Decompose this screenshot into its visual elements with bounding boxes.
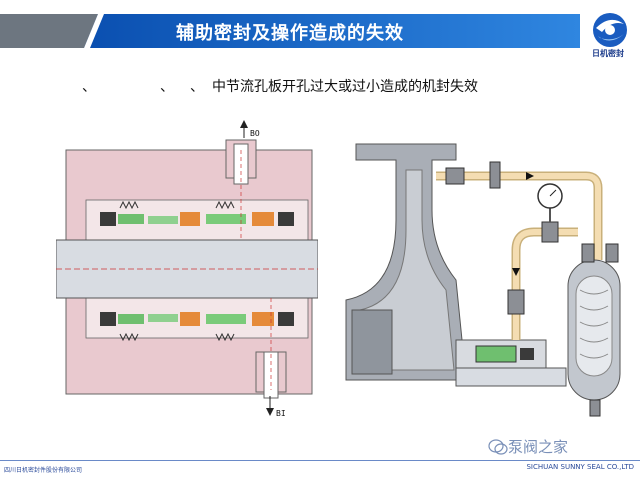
subtitle: 、、、中节流孔板开孔过大或过小造成的机封失效 xyxy=(82,76,478,96)
watermark: 泵阀之家 xyxy=(508,438,569,456)
page-title: 辅助密封及操作造成的失效 xyxy=(176,23,404,44)
pump-flush-plan-diagram xyxy=(345,143,621,417)
label-bi: BI xyxy=(276,409,286,418)
subtitle-sep-1: 、 xyxy=(82,79,96,95)
footer-company-cn: 四川日机密封件股份有限公司 xyxy=(4,467,83,474)
logo-name: 日机密封 xyxy=(592,49,624,58)
subtitle-text: 中节流孔板开孔过大或过小造成的机封失效 xyxy=(212,79,478,95)
subtitle-sep-3: 、 xyxy=(190,79,204,95)
seal-cross-section-diagram: BO BI xyxy=(56,120,318,418)
footer-company-en: SICHUAN SUNNY SEAL CO.,LTD xyxy=(526,463,634,471)
footer-divider xyxy=(0,460,640,461)
wechat-icon xyxy=(488,439,508,455)
company-logo-icon xyxy=(593,13,627,47)
subtitle-sep-2: 、 xyxy=(160,79,174,95)
label-bo: BO xyxy=(250,129,260,138)
title-bar: 辅助密封及操作造成的失效 xyxy=(0,14,580,48)
title-bar-shape xyxy=(0,14,580,48)
